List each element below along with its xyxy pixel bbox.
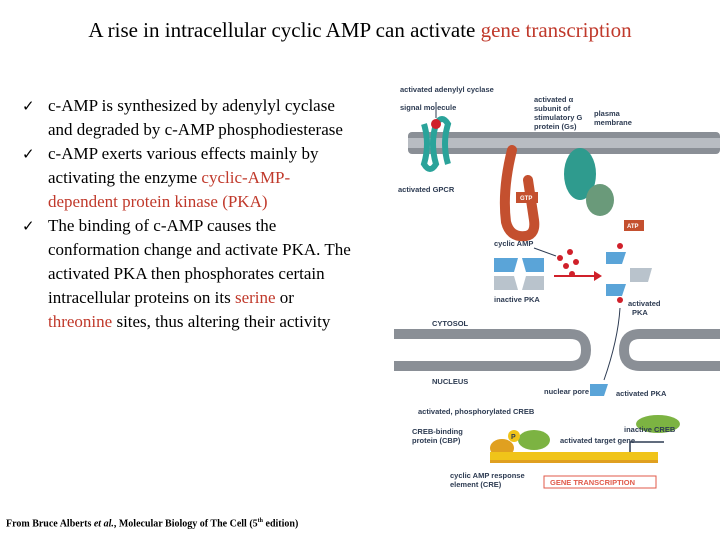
- label-activated-pka-nucleus: activated PKA: [616, 389, 667, 398]
- check-icon: ✓: [22, 145, 35, 163]
- label-alpha-3: stimulatory G: [534, 113, 583, 122]
- bullet-item-2: ✓ c-AMP exerts various effects mainly by …: [22, 142, 352, 214]
- label-gpcr: activated GPCR: [398, 185, 455, 194]
- label-gene-transcription: GENE TRANSCRIPTION: [550, 478, 635, 487]
- bullet-3-text-e: sites, thus altering their activity: [112, 312, 331, 331]
- bullet-item-3: ✓ The binding of c-AMP causes the conform…: [22, 214, 352, 334]
- plasma-membrane-inner: [408, 138, 720, 148]
- adenylyl-cyclase-lobe: [586, 184, 614, 216]
- dna-strand-lower: [490, 460, 658, 463]
- bullet-2-text-b: cyclic-AMP-dependent protein kinase (PKA…: [48, 168, 291, 211]
- label-cbp-1: CREB-binding: [412, 427, 463, 436]
- label-phosphorylated-creb: activated, phosphorylated CREB: [418, 407, 535, 416]
- label-nuclear-pore: nuclear pore: [544, 387, 589, 396]
- creb-active: [518, 430, 550, 450]
- label-target-gene: activated target gene: [560, 436, 635, 445]
- label-activated-pka-2: PKA: [632, 308, 648, 317]
- signal-molecule: [431, 119, 441, 129]
- bullet-3-serine: serine: [234, 288, 276, 307]
- atp-box: [624, 220, 644, 231]
- citation: From Bruce Alberts et al., Molecular Bio…: [6, 518, 298, 529]
- bullet-1-text: c-AMP is synthesized by adenylyl cyclase…: [48, 96, 343, 139]
- phosphate: [508, 430, 520, 442]
- label-alpha-4: protein (Gs): [534, 122, 577, 131]
- bullet-3-threonine: threonine: [48, 312, 113, 331]
- citation-prefix: From Bruce Alberts: [6, 518, 94, 530]
- label-plasma-1: plasma: [594, 109, 621, 118]
- creb-inactive: [636, 415, 680, 433]
- label-gtp: GTP: [520, 196, 532, 202]
- label-cbp-2: protein (CBP): [412, 436, 461, 445]
- camp-cluster: [557, 249, 579, 277]
- label-p: P: [511, 434, 516, 441]
- label-cre-1: cyclic AMP response: [450, 471, 525, 480]
- label-adenylyl-cyclase: activated adenylyl cyclase: [400, 85, 494, 94]
- camp-dot: [557, 255, 563, 261]
- label-activated-pka-1: activated: [628, 299, 661, 308]
- citation-sup: th: [257, 518, 263, 524]
- title-prefix: A rise in intracellular cyclic AMP can a…: [88, 18, 476, 42]
- camp-dot: [573, 259, 579, 265]
- label-alpha-1: activated α: [534, 95, 574, 104]
- pka-in-nucleus: [590, 384, 608, 396]
- check-icon: ✓: [22, 217, 35, 235]
- gene-transcription-bar: [543, 475, 657, 489]
- camp-dot: [617, 297, 623, 303]
- bullet-3-text-c: or: [275, 288, 294, 307]
- label-alpha-2: subunit of: [534, 104, 571, 113]
- title-highlight: gene transcription: [480, 18, 632, 42]
- camp-pathway-diagram: activated adenylyl cyclase signal molecu…: [394, 85, 720, 489]
- label-cre-2: element (CRE): [450, 480, 502, 489]
- bullet-3-text-a: The binding of c-AMP causes the conforma…: [48, 216, 351, 307]
- label-inactive-pka: inactive PKA: [494, 295, 540, 304]
- nuclear-envelope: [394, 329, 592, 371]
- inactive-pka: [494, 258, 544, 290]
- citation-middle: , Molecular Biology of The Cell (5: [113, 518, 258, 530]
- dna-strand: [490, 452, 658, 460]
- bullet-item-1: ✓ c-AMP is synthesized by adenylyl cyclas…: [22, 94, 352, 142]
- camp-dot: [567, 249, 573, 255]
- label-cytosol: CYTOSOL: [432, 319, 469, 328]
- nuclear-envelope-right: [618, 329, 720, 371]
- citation-suffix: edition): [263, 518, 299, 530]
- camp-pointer: [533, 247, 557, 257]
- gtp-box: [516, 192, 538, 203]
- activation-arrowhead: [594, 271, 602, 281]
- label-nucleus: NUCLEUS: [432, 377, 468, 386]
- activated-pka: [606, 243, 652, 303]
- camp-dot: [617, 243, 623, 249]
- bullet-list: ✓ c-AMP is synthesized by adenylyl cyclas…: [22, 94, 352, 334]
- slide-title: A rise in intracellular cyclic AMP can a…: [0, 18, 720, 43]
- pka-path-arrow: [603, 307, 621, 381]
- label-atp: ATP: [627, 224, 639, 230]
- label-inactive-creb: inactive CREB: [624, 425, 676, 434]
- g-protein-alpha: [499, 145, 540, 242]
- label-signal-molecule: signal molecule: [400, 103, 456, 112]
- label-camp: cyclic AMP: [494, 239, 533, 248]
- check-icon: ✓: [22, 97, 35, 115]
- citation-etal: et al.: [93, 518, 114, 530]
- gpcr: [420, 116, 452, 172]
- bullet-2-text-a: c-AMP exerts various effects mainly by a…: [48, 144, 319, 187]
- transcription-arrow: [629, 441, 664, 452]
- camp-dot: [563, 263, 569, 269]
- adenylyl-cyclase: [564, 148, 596, 200]
- label-plasma-2: membrane: [594, 118, 632, 127]
